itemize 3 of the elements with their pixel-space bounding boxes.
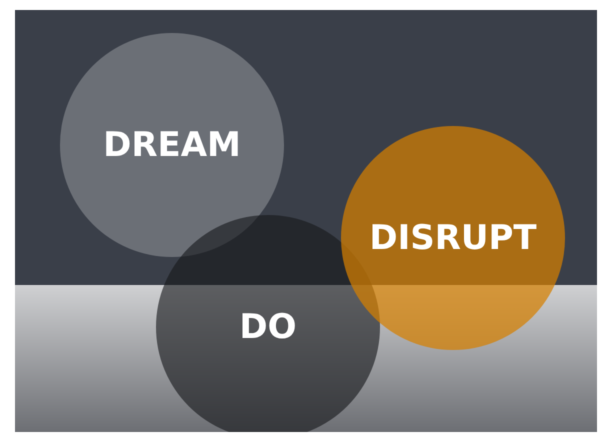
circle-label: DREAM bbox=[103, 125, 241, 165]
circle-label: DISRUPT bbox=[369, 218, 537, 258]
circle-label: DO bbox=[239, 307, 297, 347]
